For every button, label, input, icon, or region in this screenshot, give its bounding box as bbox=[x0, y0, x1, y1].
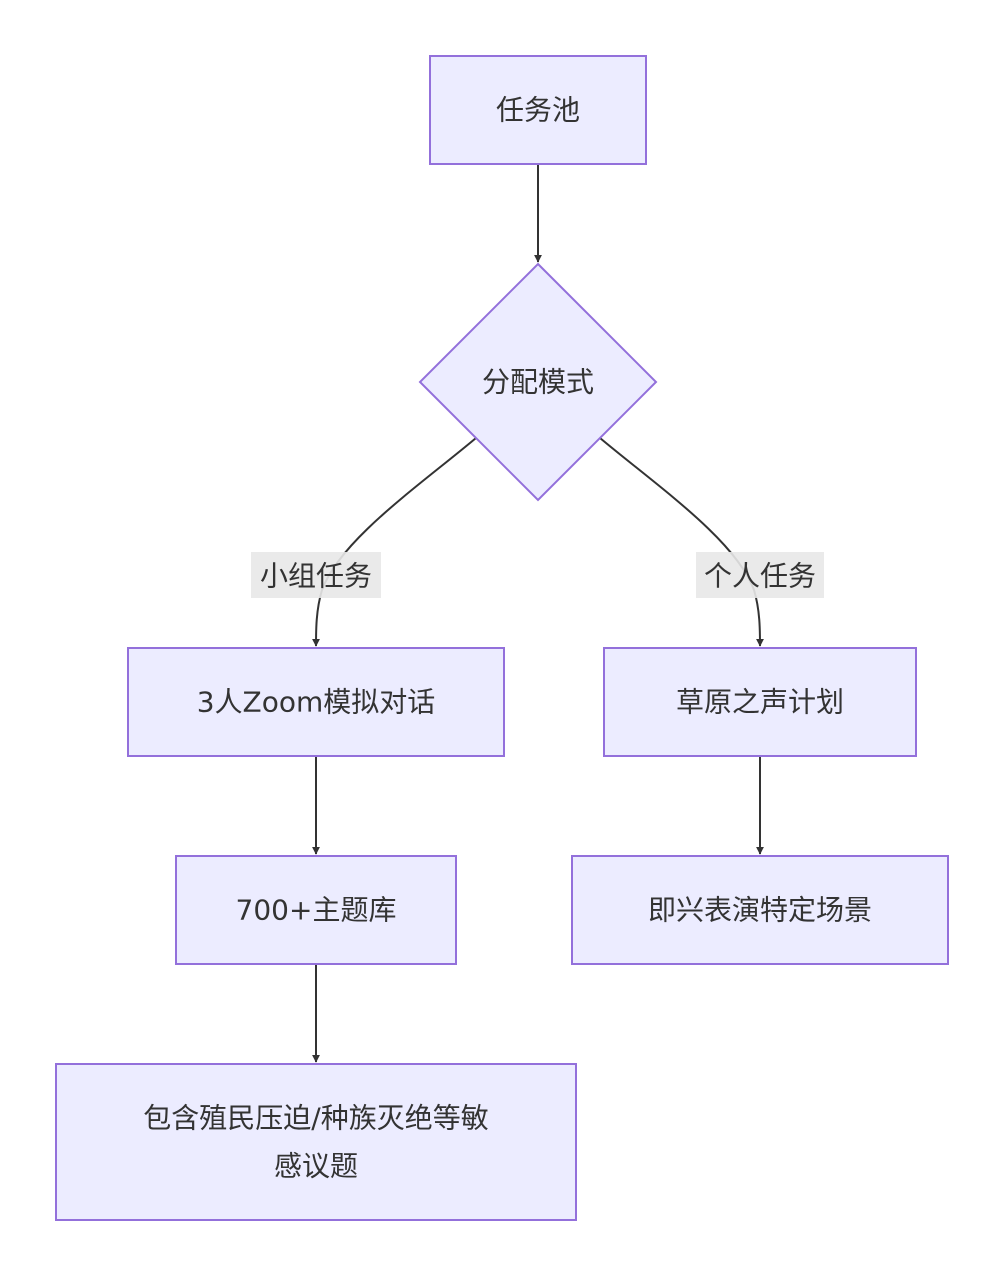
node-improv-scene-label: 即兴表演特定场景 bbox=[648, 894, 872, 927]
edge-label-individual-task-text: 个人任务 bbox=[704, 560, 816, 593]
node-zoom-dialogue-label: 3人Zoom模拟对话 bbox=[197, 686, 436, 719]
node-topic-bank-label: 700+主题库 bbox=[236, 894, 397, 927]
node-improv-scene: 即兴表演特定场景 bbox=[571, 855, 949, 965]
node-task-pool-label: 任务池 bbox=[496, 94, 580, 127]
node-sensitive-topics-label-line1: 包含殖民压迫/种族灭绝等敏 bbox=[143, 1102, 488, 1135]
node-sensitive-topics: 包含殖民压迫/种族灭绝等敏 感议题 bbox=[55, 1063, 577, 1221]
node-assign-mode: 分配模式 bbox=[418, 262, 658, 502]
node-sensitive-topics-label-line2: 感议题 bbox=[274, 1150, 358, 1183]
edge-label-individual-task: 个人任务 bbox=[696, 552, 824, 598]
edge-assign-mode-to-zoom-dialogue bbox=[312, 437, 477, 647]
node-grassland-plan-label: 草原之声计划 bbox=[676, 686, 844, 719]
node-assign-mode-label: 分配模式 bbox=[482, 366, 594, 399]
edge-label-group-task: 小组任务 bbox=[251, 552, 381, 598]
edge-assign-mode-to-grassland-plan bbox=[599, 437, 764, 647]
node-zoom-dialogue: 3人Zoom模拟对话 bbox=[127, 647, 505, 757]
edge-label-group-task-text: 小组任务 bbox=[260, 560, 372, 593]
node-grassland-plan: 草原之声计划 bbox=[603, 647, 917, 757]
node-task-pool: 任务池 bbox=[429, 55, 647, 165]
node-topic-bank: 700+主题库 bbox=[175, 855, 457, 965]
